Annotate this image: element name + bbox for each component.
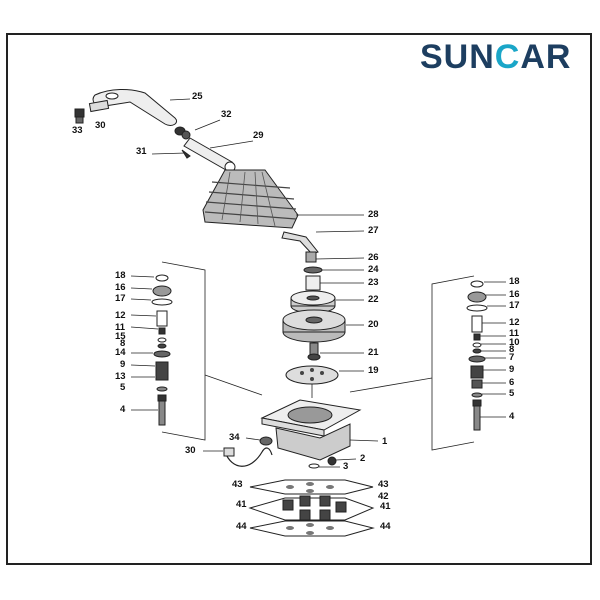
part-label-41r: 41 [380, 501, 391, 512]
screw-21 [307, 342, 321, 361]
part-label-31: 31 [136, 146, 147, 157]
part-label-8l: 8 [120, 338, 125, 349]
part-label-7r: 7 [509, 352, 514, 363]
left-panel [161, 261, 263, 441]
part-label-4l: 4 [120, 404, 126, 415]
left-cartridge-stack [151, 274, 173, 426]
right-panel [349, 275, 475, 451]
part-label-18r: 18 [509, 276, 520, 287]
part-label-16l: 16 [115, 282, 126, 293]
disk-22 [290, 290, 336, 314]
part-label-11l: 11 [115, 322, 126, 333]
part-label-6r: 6 [509, 377, 514, 388]
part-label-10r: 10 [509, 337, 520, 348]
part-label-20: 20 [368, 319, 379, 330]
part-label-18l: 18 [115, 270, 126, 281]
part-label-27: 27 [368, 225, 379, 236]
shaft-29 [174, 126, 236, 173]
plate-19 [285, 365, 339, 385]
part-label-44l: 44 [236, 521, 247, 532]
part-label-23: 23 [368, 277, 379, 288]
rod-27 [281, 231, 319, 263]
part-label-2: 2 [360, 453, 365, 464]
part-label-24: 24 [368, 264, 379, 275]
part-label-44r: 44 [380, 521, 391, 532]
part-label-21: 21 [368, 347, 379, 358]
part-label-16r: 16 [509, 289, 520, 300]
part-label-8r: 8 [509, 344, 514, 355]
part-label-29: 29 [253, 130, 264, 141]
logo-prefix: SUN [420, 37, 495, 76]
logo-c: C [494, 37, 521, 76]
part-label-28: 28 [368, 209, 379, 220]
lever-handle [88, 89, 178, 126]
part-label-3: 3 [343, 461, 348, 472]
part-label-19: 19 [368, 365, 379, 376]
diagram-frame [6, 33, 592, 565]
part-label-13l: 13 [115, 371, 126, 382]
logo-suffix: AR [520, 37, 572, 76]
part-label-14l: 14 [115, 347, 126, 358]
part-label-12r: 12 [509, 317, 520, 328]
fittings-43 [249, 479, 374, 495]
part-label-9l: 9 [120, 359, 125, 370]
part-label-17r: 17 [509, 300, 520, 311]
fittings-41-42 [248, 495, 375, 521]
part-label-15l: 15 [115, 331, 126, 342]
fittings-44 [249, 520, 375, 537]
part-label-25: 25 [192, 91, 203, 102]
part-label-9r: 9 [509, 364, 514, 375]
part-label-33: 33 [72, 125, 83, 136]
part-label-32: 32 [221, 109, 232, 120]
part-label-1: 1 [382, 436, 388, 447]
part-label-43l: 43 [232, 479, 243, 490]
part-label-41l: 41 [236, 499, 247, 510]
right-cartridge-stack [466, 280, 488, 431]
part-label-30a: 30 [95, 120, 106, 131]
housing-1 [260, 399, 362, 461]
part-label-4r: 4 [509, 411, 515, 422]
plate-20 [282, 309, 346, 343]
part-label-30b: 30 [185, 445, 196, 456]
part-label-34: 34 [229, 432, 240, 443]
part-label-5l: 5 [120, 382, 126, 393]
part-label-12l: 12 [115, 310, 126, 321]
part-label-26: 26 [368, 252, 379, 263]
part-label-11r: 11 [509, 328, 520, 339]
part-label-17l: 17 [115, 293, 126, 304]
rubber-boot [202, 169, 299, 229]
part-label-22: 22 [368, 294, 379, 305]
part-label-42: 42 [378, 491, 389, 502]
nut-33 [74, 108, 85, 124]
part-label-43r: 43 [378, 479, 389, 490]
part-label-5r: 5 [509, 388, 515, 399]
